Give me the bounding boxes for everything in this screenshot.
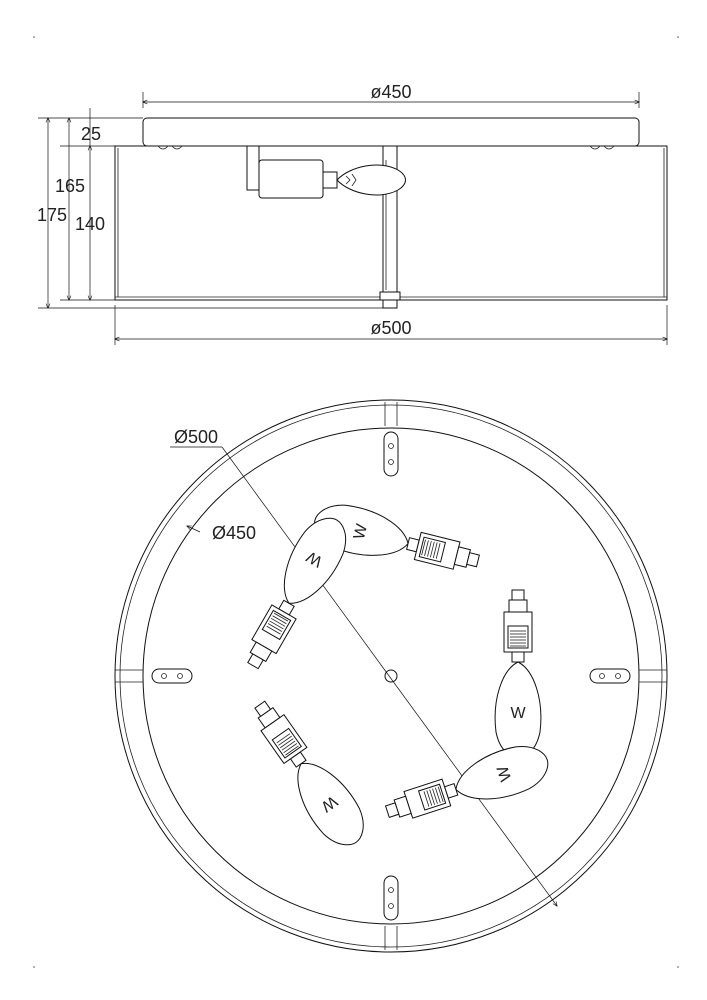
mounting-slot-right: [589, 668, 631, 684]
side-view: ø450 ø500: [37, 82, 668, 345]
canopy: [142, 117, 640, 147]
lamp-2: W: [494, 589, 542, 759]
shade-height-label: 140: [75, 214, 105, 234]
svg-text:W: W: [510, 705, 526, 722]
outer-ring: [114, 399, 668, 953]
lamp-4: W: [240, 691, 376, 856]
total-height-label: 175: [37, 205, 67, 225]
mounting-slot-top: [383, 431, 399, 477]
top-view: Ø500 Ø450 W W W W W: [114, 399, 668, 953]
lamp-1: W: [308, 497, 484, 584]
canopy-height-label: 25: [81, 124, 101, 144]
mounting-slot-left: [151, 668, 193, 684]
center-hub: [384, 669, 398, 683]
outer-diameter-label: Ø500: [174, 427, 218, 447]
mounting-slot-bottom: [383, 875, 399, 921]
lamp-3: W: [379, 737, 555, 834]
height-165-label: 165: [55, 176, 85, 196]
svg-text:W: W: [494, 763, 515, 783]
lamp-5: W: [232, 508, 358, 678]
bottom-diameter-label: ø500: [370, 318, 411, 338]
inner-ring: [142, 427, 640, 925]
corner-marks: [33, 36, 679, 968]
svg-text:W: W: [351, 522, 371, 542]
inner-diameter-label: Ø450: [212, 523, 256, 543]
top-diameter-label: ø450: [370, 82, 411, 102]
